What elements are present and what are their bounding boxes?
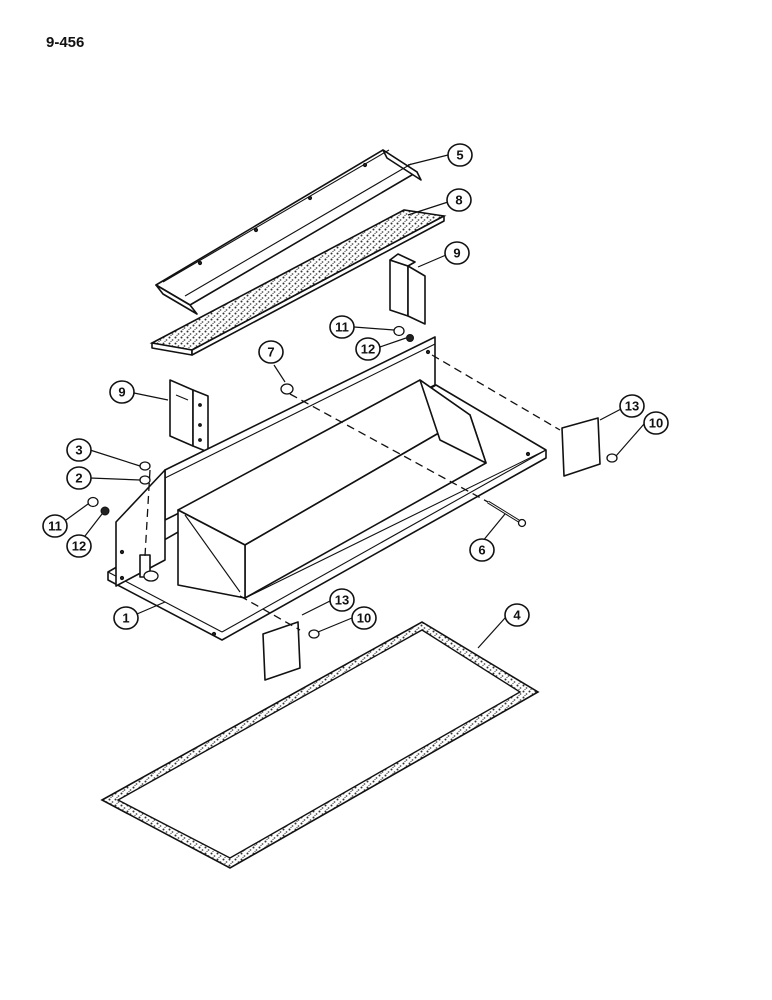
callout-8: 8 [446, 188, 472, 212]
callout-4: 4 [504, 603, 530, 627]
svg-text:10: 10 [649, 416, 663, 431]
svg-text:8: 8 [455, 193, 462, 208]
svg-text:11: 11 [335, 320, 349, 335]
page-number: 9-456 [46, 34, 85, 51]
callout-13-left: 13 [329, 588, 355, 612]
screw-part-10-left [308, 629, 320, 639]
channel-part-5 [155, 149, 422, 315]
callout-7: 7 [258, 340, 284, 364]
washer-part-12-left [100, 506, 110, 516]
callout-9-right: 9 [444, 241, 470, 265]
callout-10-left: 10 [351, 606, 377, 630]
leader-lines [65, 154, 645, 649]
svg-text:2: 2 [75, 471, 82, 486]
filter-pad-part-8 [149, 209, 447, 356]
callout-6: 6 [469, 538, 495, 562]
svg-text:9: 9 [118, 385, 125, 400]
svg-text:12: 12 [361, 342, 375, 357]
callout-13-right: 13 [619, 394, 645, 418]
svg-text:11: 11 [48, 519, 62, 534]
nut-part-11-left [87, 496, 99, 508]
nut-part-7 [280, 383, 294, 395]
callout-11-right: 11 [329, 315, 355, 339]
callout-3: 3 [66, 438, 92, 462]
cover-plate-part-13-right [561, 417, 601, 477]
cover-plate-part-13-left [262, 621, 301, 681]
callout-12-right: 12 [355, 337, 381, 361]
rod-part-6 [487, 500, 527, 528]
bracket-part-9-right [389, 253, 426, 325]
washer-part-12-right [406, 334, 414, 342]
callout-5: 5 [447, 143, 473, 167]
svg-text:10: 10 [357, 611, 371, 626]
svg-text:4: 4 [513, 608, 521, 623]
washer-part-2 [139, 475, 151, 485]
bolt-part-3 [139, 461, 151, 471]
svg-text:6: 6 [478, 543, 485, 558]
gasket-part-4 [100, 621, 540, 869]
svg-text:9: 9 [453, 246, 460, 261]
svg-text:1: 1 [122, 611, 129, 626]
svg-text:13: 13 [625, 399, 639, 414]
svg-text:3: 3 [75, 443, 82, 458]
callout-9-left: 9 [109, 380, 135, 404]
svg-text:13: 13 [335, 593, 349, 608]
svg-text:7: 7 [267, 345, 274, 360]
assembly-lines [144, 354, 561, 631]
screw-part-10-right [606, 453, 618, 463]
housing-part-1 [107, 336, 547, 641]
svg-text:12: 12 [72, 539, 86, 554]
callout-2: 2 [66, 466, 92, 490]
callout-1: 1 [113, 606, 139, 630]
callout-10-right: 10 [643, 411, 669, 435]
callouts: 5 8 9 11 12 7 9 13 10 3 2 11 12 6 13 10 … [42, 143, 669, 630]
bracket-part-9-left [169, 379, 209, 453]
callout-12-left: 12 [66, 534, 92, 558]
callout-11-left: 11 [42, 514, 68, 538]
svg-text:5: 5 [456, 148, 463, 163]
nut-part-11-right [393, 325, 405, 337]
